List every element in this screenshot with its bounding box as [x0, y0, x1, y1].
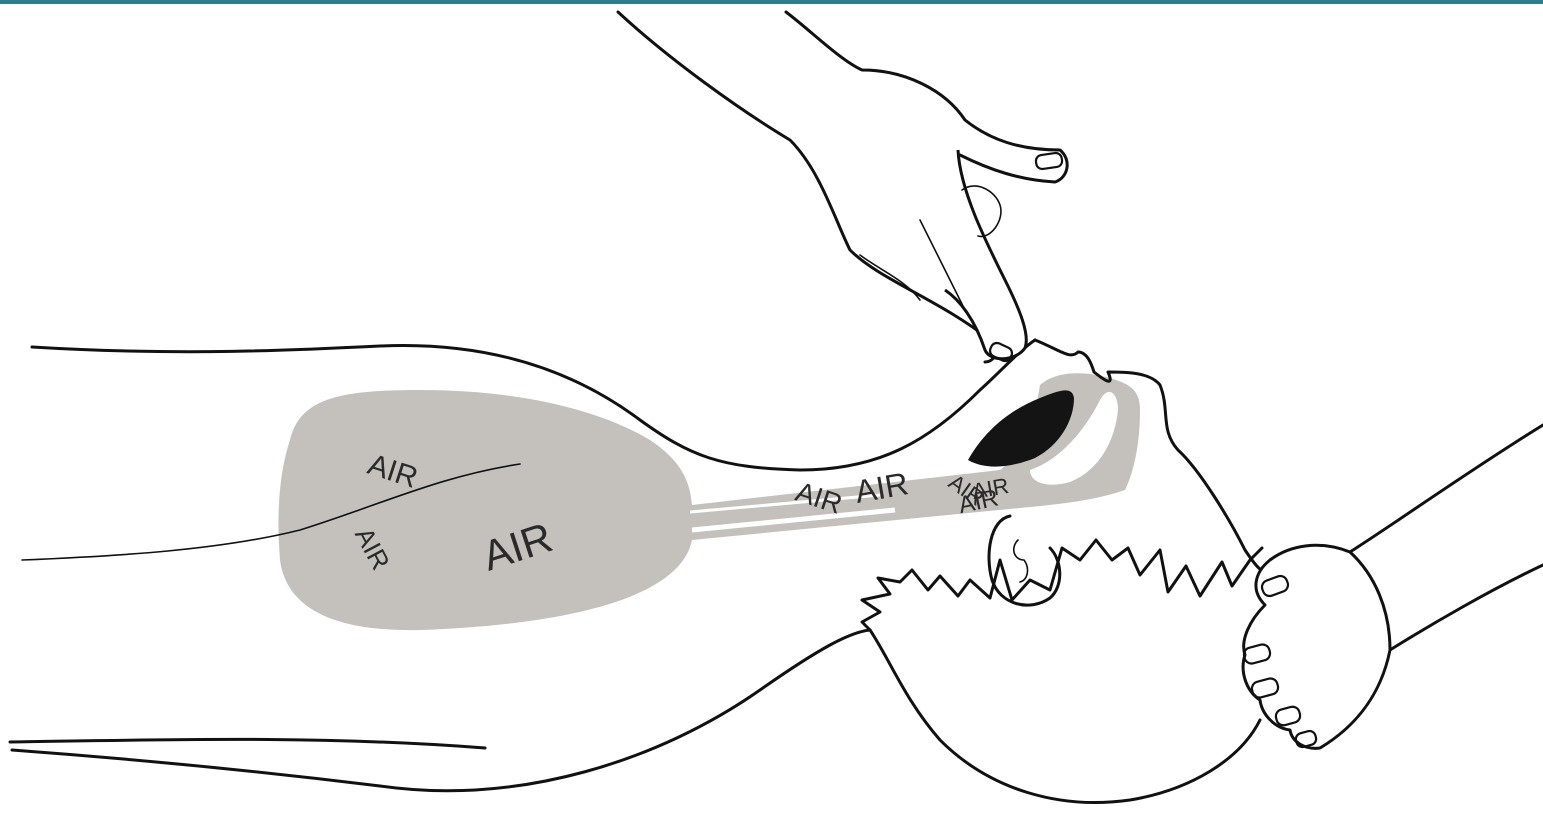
- hair-outline: [862, 540, 1262, 630]
- back-outline: [12, 630, 870, 791]
- lower-hand: [1243, 545, 1390, 748]
- thumb: [945, 150, 1026, 359]
- rescuer-lower-arm-top: [1350, 425, 1543, 552]
- rescuer-lower-arm-bottom: [1390, 565, 1543, 650]
- rescuer-upper-arm: [618, 12, 995, 362]
- rescuer-upper-arm-top: [786, 12, 1067, 182]
- head-back: [870, 630, 1260, 803]
- arm-line: [10, 739, 485, 748]
- ear-inner: [1014, 540, 1028, 582]
- index-nail: [1035, 152, 1063, 169]
